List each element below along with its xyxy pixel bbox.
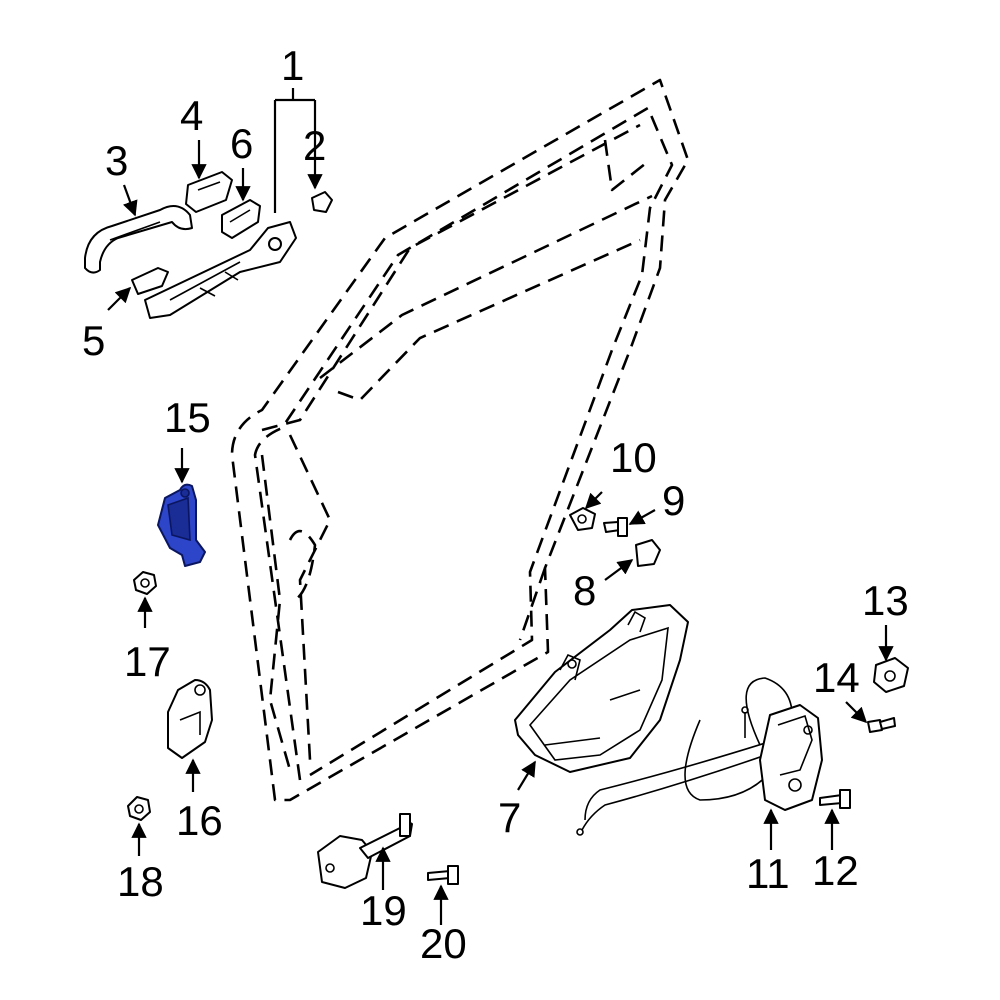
callout-20: 20 — [420, 920, 467, 967]
nut-part-18 — [127, 796, 151, 821]
door-outline — [230, 78, 690, 802]
callout-12: 12 — [812, 847, 859, 894]
callout-labels: 1 2 3 4 5 6 7 8 9 10 11 12 13 14 15 16 1… — [82, 42, 909, 967]
lower-hinge-part — [167, 679, 213, 759]
callout-1: 1 — [281, 42, 304, 89]
bezel-part — [221, 199, 261, 239]
callout-9: 9 — [662, 477, 685, 524]
striker-part — [873, 657, 909, 693]
nut-part-17 — [133, 571, 157, 595]
callout-5: 5 — [82, 317, 105, 364]
callout-4: 4 — [180, 92, 203, 139]
door-latch-part — [759, 704, 823, 811]
callout-6: 6 — [230, 120, 253, 167]
leader-lines — [107, 88, 894, 925]
bolt-part-12 — [819, 789, 851, 809]
callout-7: 7 — [498, 794, 521, 841]
callout-13: 13 — [862, 577, 909, 624]
outside-handle-part — [84, 205, 193, 274]
grommet-part — [569, 507, 596, 531]
callout-15: 15 — [164, 394, 211, 441]
callout-17: 17 — [124, 638, 171, 685]
hinge-part-highlighted — [157, 483, 206, 567]
handle-bracket-part — [144, 221, 297, 319]
clip-part — [311, 191, 333, 213]
callout-2: 2 — [303, 122, 326, 169]
callout-14: 14 — [813, 654, 860, 701]
callout-16: 16 — [176, 797, 223, 844]
callout-19: 19 — [360, 887, 407, 934]
cap-part — [131, 267, 169, 295]
callout-11: 11 — [746, 850, 790, 897]
callout-3: 3 — [105, 137, 128, 184]
screw-part-9 — [603, 517, 628, 537]
inside-handle-part — [514, 604, 689, 773]
callout-10: 10 — [610, 434, 657, 481]
screw-part-14 — [867, 717, 896, 733]
callout-8: 8 — [573, 567, 596, 614]
key-cover-part — [185, 171, 233, 213]
bolt-part-20 — [427, 865, 459, 885]
cover-part-8 — [635, 539, 661, 567]
callout-18: 18 — [117, 858, 164, 905]
door-check-part — [317, 813, 413, 889]
